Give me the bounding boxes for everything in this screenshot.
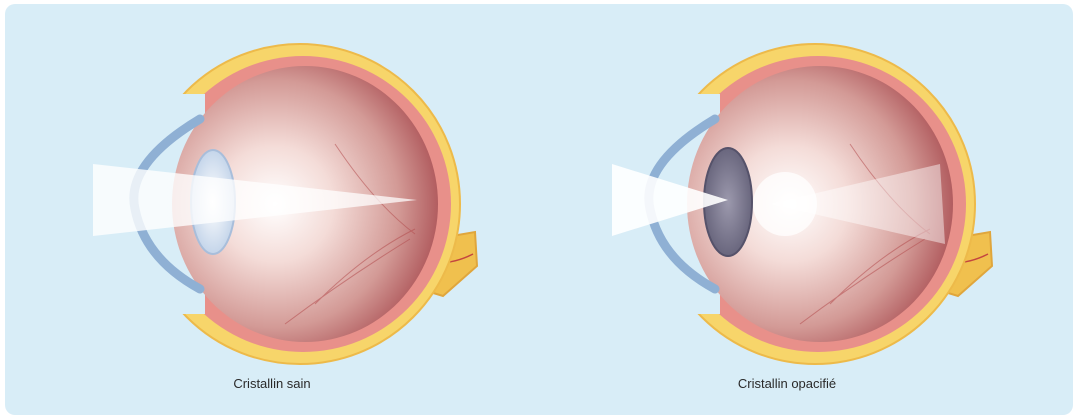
figure-healthy-lens: Cristallin sain [5,4,539,415]
figure-cataract-lens: Cristallin opacifié [520,4,1054,415]
eye-diagram-healthy [5,4,539,415]
caption-cataract: Cristallin opacifié [520,376,1054,391]
illustration-panel: Cristallin sain [5,4,1073,415]
caption-healthy: Cristallin sain [5,376,539,391]
light-glare [753,172,817,236]
eye-diagram-cataract [520,4,1054,415]
